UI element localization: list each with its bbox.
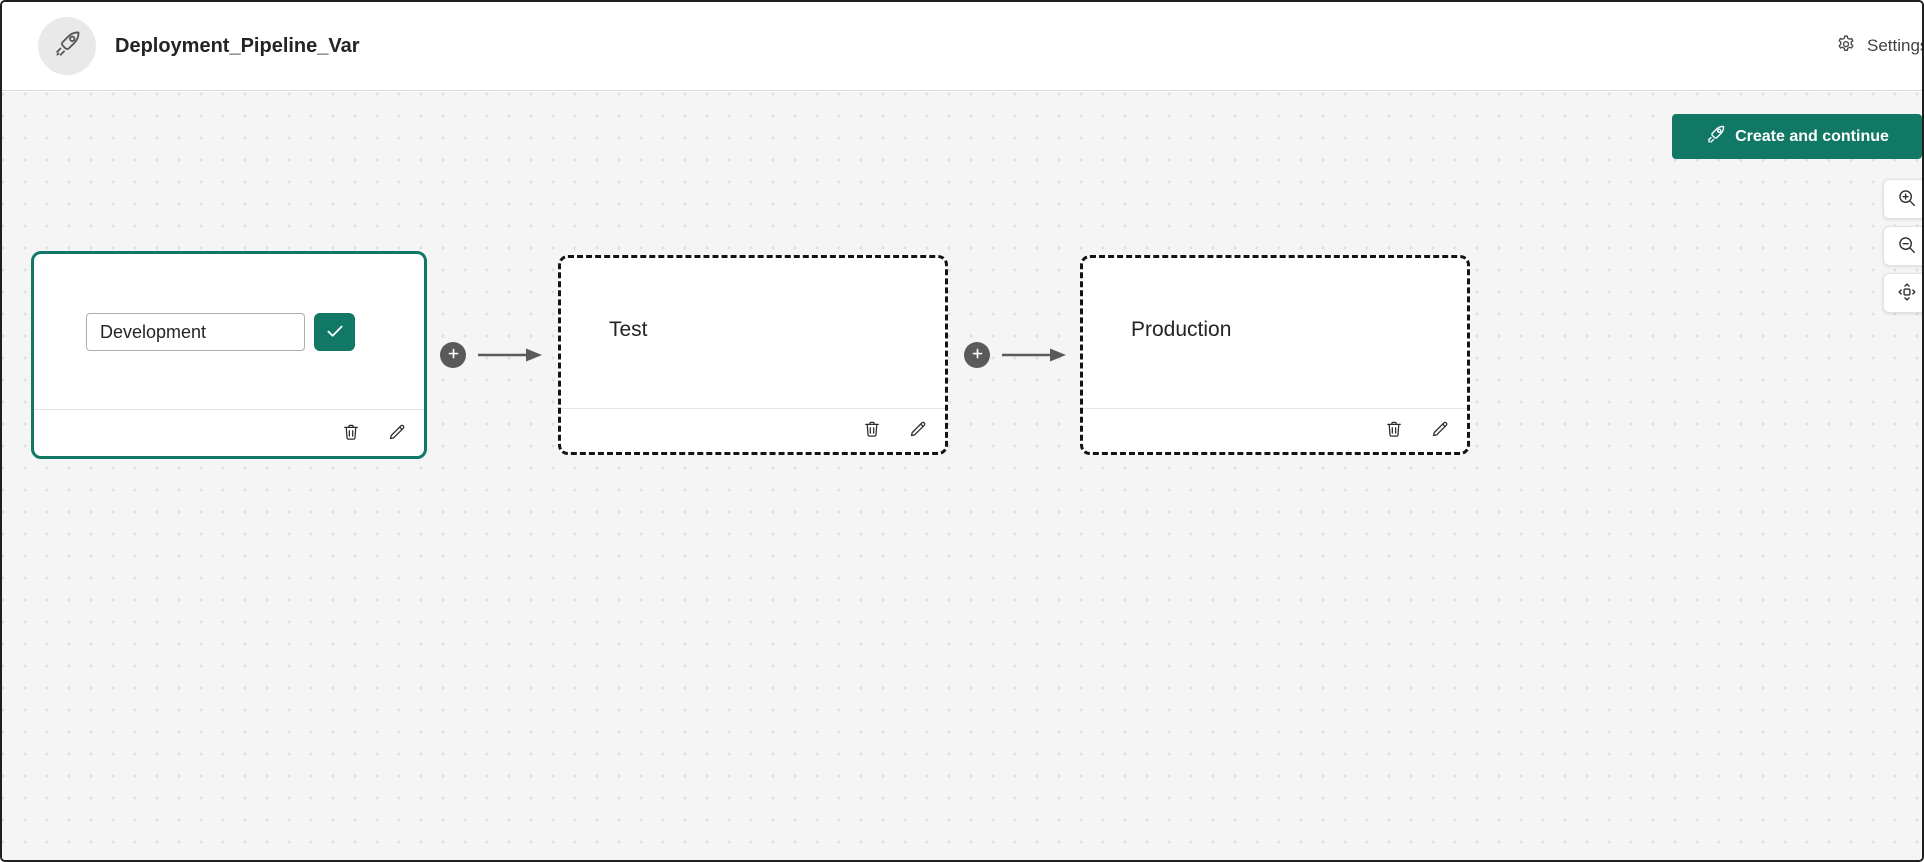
zoom-out-icon	[1896, 234, 1918, 259]
pencil-icon	[387, 422, 407, 445]
zoom-out-button[interactable]	[1883, 226, 1922, 266]
pencil-icon	[908, 419, 928, 442]
settings-label: Settings	[1867, 36, 1924, 55]
header: Deployment_Pipeline_Var Settings	[2, 2, 1922, 91]
pencil-icon	[1430, 419, 1450, 442]
stage-name-label: Production	[1131, 318, 1232, 341]
stage-name-input[interactable]	[86, 313, 305, 351]
edit-stage-button[interactable]	[386, 422, 408, 444]
settings-button[interactable]: Settings	[1835, 2, 1924, 90]
confirm-stage-name-button[interactable]	[314, 313, 355, 351]
delete-stage-button[interactable]	[861, 420, 883, 442]
delete-stage-button[interactable]	[1383, 420, 1405, 442]
stage-name-label: Test	[609, 318, 648, 341]
plus-icon	[446, 346, 461, 364]
trash-icon	[341, 422, 361, 445]
stage-card-development	[31, 251, 427, 459]
stage-footer	[34, 409, 424, 456]
add-stage-button[interactable]	[440, 342, 466, 368]
stage-card-production: Production	[1080, 255, 1470, 455]
delete-stage-button[interactable]	[340, 422, 362, 444]
edit-stage-button[interactable]	[1429, 420, 1451, 442]
create-and-continue-button[interactable]: Create and continue	[1672, 114, 1922, 159]
checkmark-icon	[324, 320, 346, 345]
edit-stage-button[interactable]	[907, 420, 929, 442]
plus-icon	[970, 346, 985, 364]
rocket-icon	[1705, 124, 1726, 150]
stage-body	[34, 254, 424, 409]
trash-icon	[862, 419, 882, 442]
connector-arrow	[1002, 348, 1066, 362]
zoom-in-icon	[1896, 187, 1918, 212]
fit-to-view-button[interactable]	[1883, 273, 1922, 313]
stage-body: Production	[1083, 258, 1467, 408]
zoom-in-button[interactable]	[1883, 179, 1922, 219]
connector-arrow	[478, 348, 542, 362]
trash-icon	[1384, 419, 1404, 442]
pipeline-canvas: Create and continue	[2, 92, 1922, 860]
stage-footer	[561, 408, 945, 452]
pipeline-avatar	[38, 17, 96, 75]
stage-body: Test	[561, 258, 945, 408]
create-and-continue-label: Create and continue	[1735, 127, 1889, 145]
page-title: Deployment_Pipeline_Var	[115, 34, 360, 57]
gear-icon	[1835, 33, 1857, 60]
rocket-icon	[52, 29, 82, 64]
stage-footer	[1083, 408, 1467, 452]
stage-name-edit-row	[86, 313, 355, 351]
fit-to-view-icon	[1896, 281, 1918, 306]
canvas-zoom-controls	[1883, 179, 1922, 313]
add-stage-button[interactable]	[964, 342, 990, 368]
stage-card-test: Test	[558, 255, 948, 455]
